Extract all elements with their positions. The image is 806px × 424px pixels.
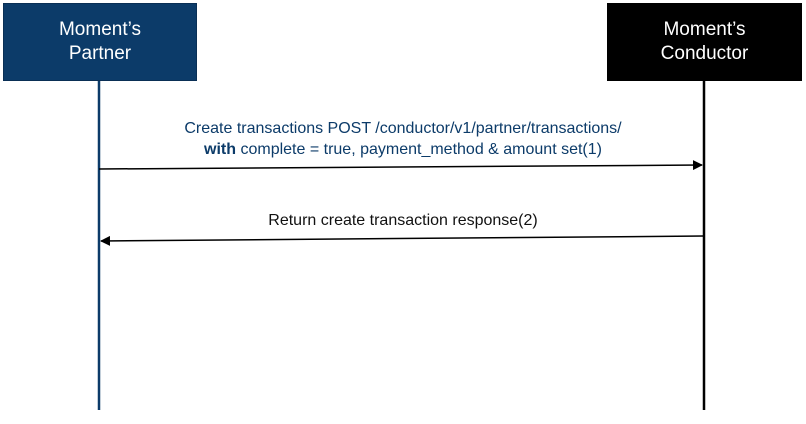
message-1-bold-keyword: with <box>204 141 237 158</box>
participant-moments-partner: Moment’s Partner <box>3 3 197 81</box>
message-1-line-2-rest: complete = true, payment_method & amount… <box>236 141 602 158</box>
message-arrow-1 <box>98 160 703 171</box>
participant-moments-conductor: Moment’s Conductor <box>607 3 802 81</box>
message-label-1: Create transactions POST /conductor/v1/p… <box>100 118 706 160</box>
message-1-line-1: Create transactions POST /conductor/v1/p… <box>184 120 622 137</box>
message-label-2: Return create transaction response(2) <box>100 210 706 231</box>
message-arrow-2 <box>100 235 705 246</box>
message-1-line-2: with complete = true, payment_method & a… <box>100 139 706 160</box>
message-2-text: Return create transaction response(2) <box>268 212 538 229</box>
